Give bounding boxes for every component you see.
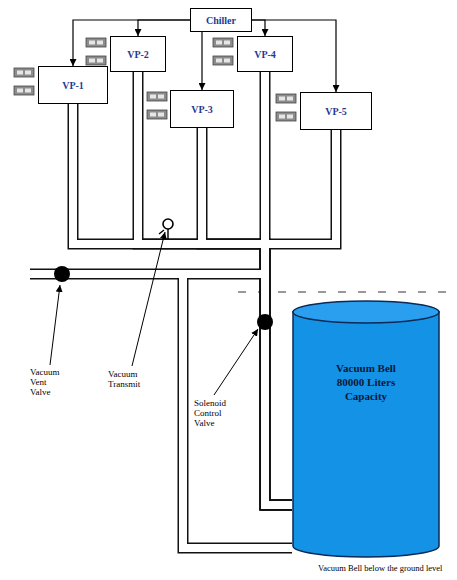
box-label: VP-2 bbox=[127, 49, 149, 60]
box-label: VP-5 bbox=[325, 106, 347, 117]
callout-label: Vacuum Vent Valve bbox=[30, 368, 68, 398]
transmitter-symbol bbox=[163, 219, 173, 229]
pipe-connector bbox=[202, 128, 292, 505]
callout-label: Solenoid Control Valve bbox=[194, 399, 236, 429]
tank-outline bbox=[292, 300, 440, 558]
vent-valve-symbol bbox=[54, 266, 70, 282]
pump-box: VP-2 bbox=[110, 36, 166, 72]
gauge-icon bbox=[213, 56, 233, 65]
gauge-icon bbox=[276, 94, 296, 103]
leader-line bbox=[214, 329, 258, 395]
vacuum-tank: Vacuum Bell 80000 Liters Capacity bbox=[292, 300, 440, 558]
caption-note: Vacuum Bell below the ground level bbox=[318, 563, 442, 573]
pump-box: VP-5 bbox=[300, 92, 372, 130]
box-label: VP-3 bbox=[191, 104, 213, 115]
box-label: VP-1 bbox=[62, 80, 84, 91]
chiller-box: Chiller bbox=[190, 8, 252, 32]
pipe-bore bbox=[73, 103, 294, 505]
coolant-line bbox=[138, 20, 190, 36]
gauge-icon bbox=[14, 86, 34, 95]
pump-box: VP-4 bbox=[237, 36, 293, 72]
vent-pipe-wall bbox=[30, 274, 292, 548]
gauge-icon bbox=[276, 112, 296, 121]
ground-line bbox=[238, 292, 455, 293]
gauge-icon bbox=[86, 56, 106, 65]
coolant-line bbox=[201, 32, 202, 90]
leader-line bbox=[50, 285, 60, 365]
pipe-bore bbox=[138, 71, 294, 505]
pipe-walls bbox=[30, 72, 336, 548]
tank-body bbox=[293, 311, 439, 557]
pipe-bore bbox=[202, 127, 294, 505]
pump-box: VP-3 bbox=[170, 90, 234, 128]
box-label: Chiller bbox=[206, 15, 236, 26]
box-label: VP-4 bbox=[254, 49, 276, 60]
gauge-icon bbox=[213, 38, 233, 47]
solenoid-valve-symbol bbox=[257, 314, 273, 330]
leader-line bbox=[132, 232, 165, 366]
coolant-line bbox=[252, 20, 336, 92]
coolant-line bbox=[252, 20, 265, 36]
gauge-icon bbox=[147, 110, 167, 119]
tank-label: Vacuum Bell 80000 Liters Capacity bbox=[324, 362, 408, 403]
gauge-icon bbox=[147, 92, 167, 101]
tank-top bbox=[293, 301, 439, 323]
tank-text-area: Vacuum Bell 80000 Liters Capacity bbox=[292, 300, 440, 558]
gauge-icon bbox=[86, 38, 106, 47]
callout-label: Vacuum Transmit bbox=[108, 370, 154, 390]
vent-pipe-bore bbox=[30, 274, 294, 548]
pipe-bore bbox=[265, 71, 294, 505]
pump-box: VP-1 bbox=[38, 66, 108, 104]
gauge-icon bbox=[14, 68, 34, 77]
pipe-bores bbox=[30, 71, 336, 548]
